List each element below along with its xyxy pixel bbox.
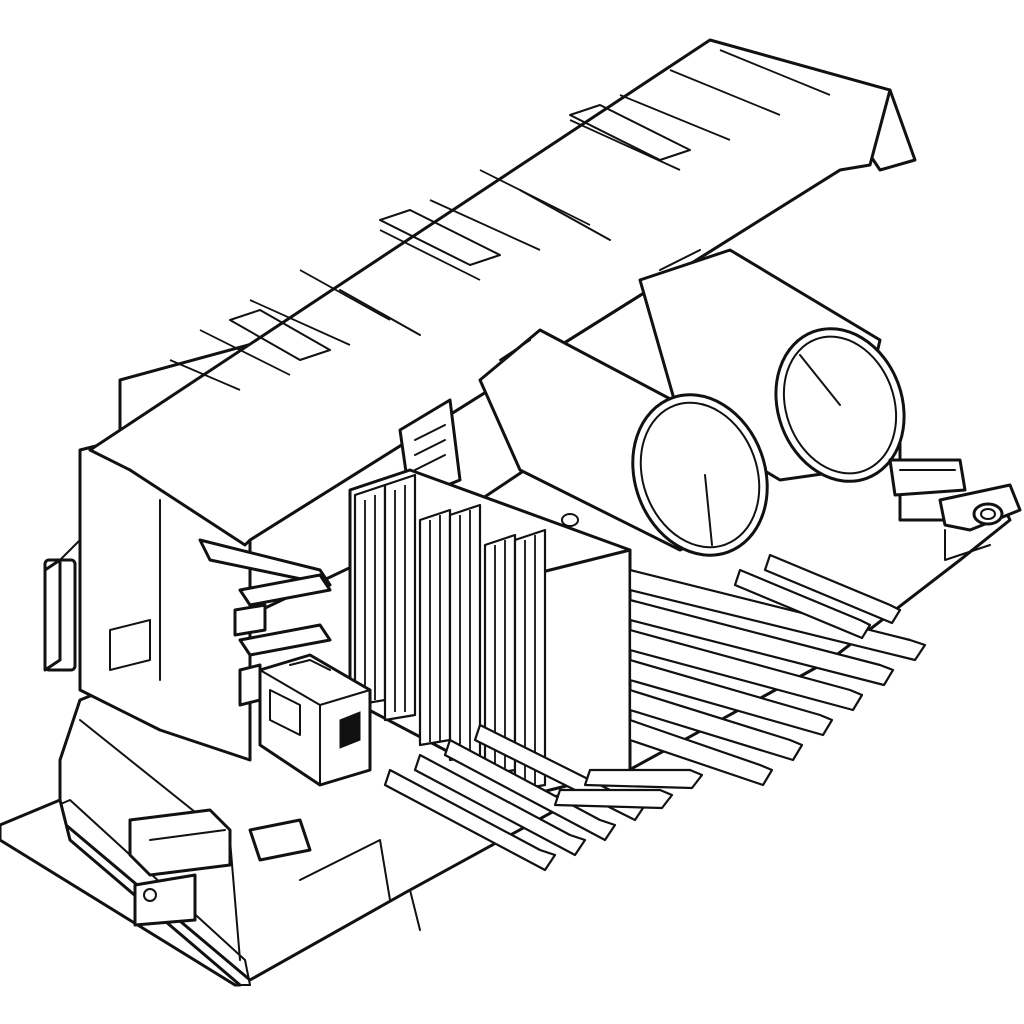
heat-sink — [348, 468, 632, 802]
cooling-fins-back — [628, 553, 927, 787]
inner-clips — [198, 538, 332, 707]
mounting-tab-left — [43, 558, 62, 672]
mounting-lug-right — [888, 458, 1022, 561]
top-cover — [88, 38, 917, 547]
capacitor-left — [478, 328, 769, 557]
mounting-clip-front — [128, 808, 312, 927]
heat-sink-fins — [353, 473, 547, 792]
cooling-fins-front — [383, 723, 704, 872]
connector-block — [258, 653, 372, 787]
